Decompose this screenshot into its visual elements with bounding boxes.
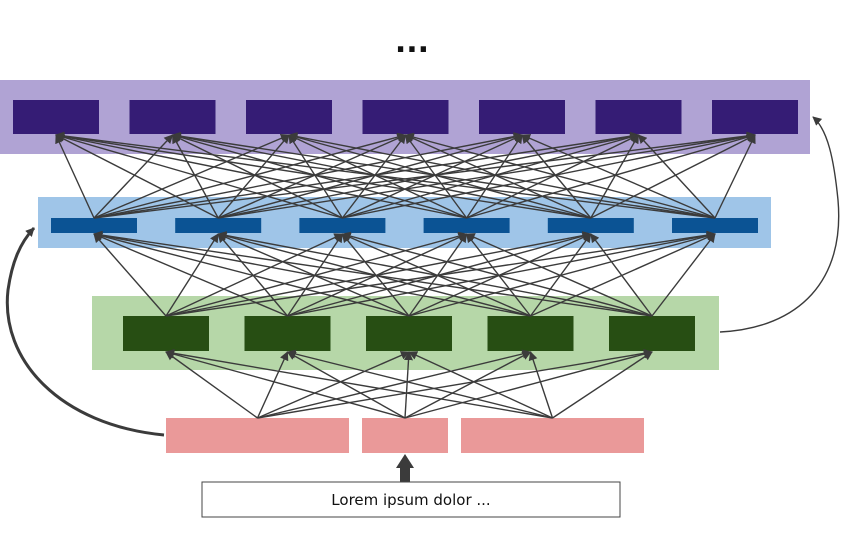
connection-arrow	[552, 351, 653, 419]
connection-arrow	[286, 349, 553, 419]
connection-arrow	[257, 349, 532, 419]
connection-arrow	[171, 131, 716, 219]
connection-arrows	[55, 131, 756, 419]
connection-arrow	[55, 131, 591, 219]
skip-arrow-right-icon	[719, 116, 840, 333]
connection-arrow	[165, 231, 468, 317]
connection-arrow	[55, 132, 467, 219]
ellipsis-label: ...	[395, 25, 429, 60]
token-box-left	[166, 418, 349, 453]
connection-arrow	[93, 231, 531, 317]
token-box-middle	[362, 418, 448, 453]
connection-arrow	[218, 131, 756, 219]
connection-arrow	[217, 134, 290, 219]
connection-arrow	[288, 134, 467, 219]
connection-arrow	[341, 231, 653, 317]
connection-arrow	[714, 134, 756, 219]
connection-arrow	[218, 132, 640, 219]
connection-arrow	[288, 134, 343, 219]
connection-arrow	[651, 233, 716, 317]
connection-arrow	[171, 134, 343, 219]
green-layer-node	[487, 316, 574, 351]
top-layer-nodes	[13, 100, 798, 134]
connection-arrow	[93, 132, 523, 219]
top-layer-node	[129, 100, 216, 134]
connection-arrow	[404, 351, 414, 419]
connection-arrow	[342, 134, 523, 219]
connection-arrow	[528, 351, 554, 419]
top-layer-node	[246, 100, 332, 134]
input-text-box	[201, 481, 621, 518]
connection-arrow	[217, 134, 407, 219]
green-layer-node	[609, 316, 695, 351]
top-layer-node	[13, 100, 99, 134]
green-layer-nodes	[123, 316, 695, 351]
connection-arrow	[342, 132, 756, 219]
connection-arrow	[55, 134, 219, 219]
connection-arrow	[165, 351, 258, 419]
blue-layer-band	[38, 197, 771, 248]
connection-arrow	[286, 351, 406, 419]
blue-layer-node	[423, 218, 510, 233]
connection-arrow	[93, 233, 167, 317]
connection-arrow	[590, 233, 653, 317]
connection-arrow	[637, 134, 716, 219]
green-layer-node	[366, 316, 452, 351]
connection-arrow	[408, 351, 553, 419]
connection-arrow	[93, 134, 290, 219]
connection-arrow	[165, 349, 406, 419]
green-layer-node	[244, 316, 331, 351]
connection-arrow	[404, 351, 532, 419]
connection-arrow	[521, 134, 592, 219]
connection-arrow	[465, 233, 653, 317]
blue-layer-node	[672, 218, 758, 233]
connection-arrow	[93, 132, 407, 219]
connection-arrow	[93, 131, 640, 219]
connection-arrow	[93, 230, 653, 317]
connection-arrow	[466, 134, 523, 219]
up-arrow-icon	[396, 454, 414, 483]
top-layer-node	[712, 100, 798, 134]
blue-layer-node	[51, 218, 137, 233]
blue-layer-node	[175, 218, 262, 233]
connection-arrow	[55, 134, 95, 219]
connection-arrow	[171, 134, 219, 219]
top-layer-node	[479, 100, 565, 134]
connection-arrow	[404, 132, 716, 219]
skip-arrow-left-icon	[5, 226, 165, 437]
connection-arrow	[404, 349, 653, 419]
connection-arrow	[257, 348, 653, 419]
connection-arrow	[590, 134, 756, 219]
connection-arrow	[288, 132, 716, 219]
connection-arrow	[93, 233, 288, 317]
top-layer-node	[362, 100, 449, 134]
connection-arrow	[217, 231, 653, 317]
connection-arrow	[93, 134, 174, 219]
connection-arrow	[404, 134, 592, 219]
token-box-right	[461, 418, 644, 453]
connection-arrow	[256, 351, 289, 419]
connection-arrow	[521, 134, 716, 219]
connection-arrow	[341, 134, 407, 219]
connection-arrow	[55, 132, 343, 219]
connection-arrow	[93, 231, 410, 317]
connection-arrow	[287, 231, 592, 317]
connection-arrow	[590, 134, 640, 219]
blue-layer-nodes	[51, 218, 758, 233]
green-layer-node	[123, 316, 209, 351]
connection-arrow	[93, 131, 756, 219]
connection-arrow	[466, 134, 640, 219]
connection-arrow	[165, 348, 553, 419]
connection-arrow	[466, 132, 756, 219]
blue-layer-node	[547, 218, 634, 233]
input-text: Lorem ipsum dolor ...	[331, 491, 490, 509]
blue-layer-node	[299, 218, 386, 233]
top-layer-node	[595, 100, 682, 134]
connection-arrow	[342, 132, 640, 219]
connection-arrow	[218, 132, 523, 219]
connection-arrow	[404, 134, 468, 219]
connection-arrow	[257, 351, 410, 419]
connection-arrow	[55, 131, 716, 219]
